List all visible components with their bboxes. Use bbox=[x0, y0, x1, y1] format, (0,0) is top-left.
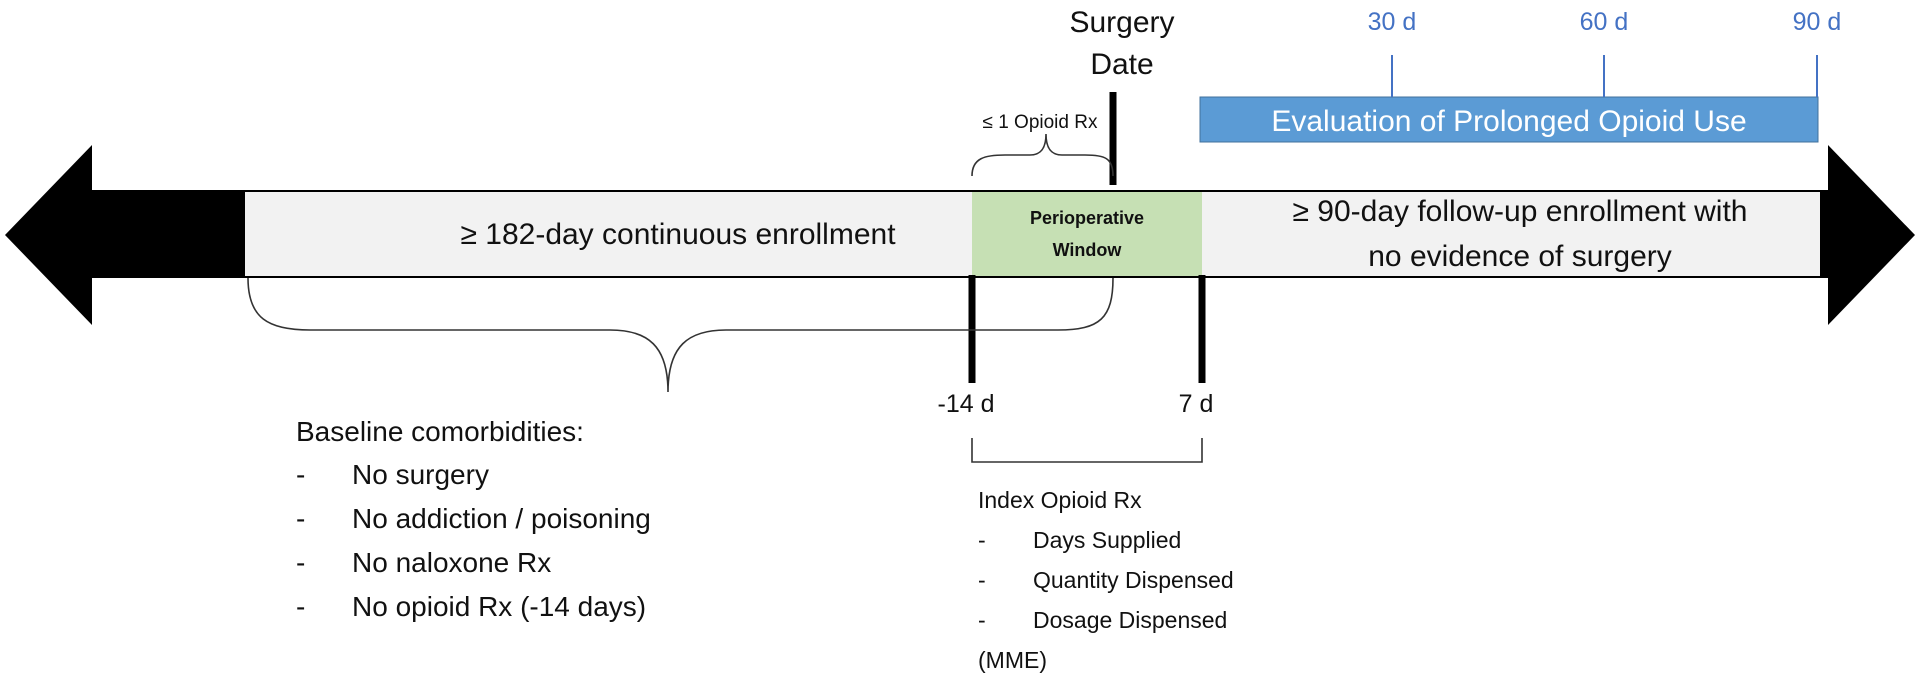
index-title: Index Opioid Rx bbox=[978, 487, 1142, 513]
baseline-list: - No surgery - No addiction / poisoning … bbox=[296, 459, 651, 622]
baseline-dash: - bbox=[296, 591, 305, 622]
index-dash: - bbox=[978, 607, 986, 633]
index-rx-bracket bbox=[971, 438, 1203, 463]
baseline-title: Baseline comorbidities: bbox=[296, 416, 584, 447]
evaluation-bar bbox=[1199, 96, 1819, 143]
index-list: - Days Supplied - Quantity Dispensed - D… bbox=[978, 527, 1234, 673]
right-arrowhead bbox=[1828, 145, 1915, 325]
baseline-item: No naloxone Rx bbox=[352, 547, 551, 578]
minus14-label: -14 d bbox=[938, 390, 995, 418]
baseline-item: No addiction / poisoning bbox=[352, 503, 651, 534]
baseline-dash: - bbox=[296, 547, 305, 578]
index-item: Dosage Dispensed bbox=[1033, 607, 1227, 633]
surgery-date-line2: Date bbox=[1090, 48, 1153, 81]
baseline-dash: - bbox=[296, 503, 305, 534]
plus7-label: 7 d bbox=[1179, 390, 1214, 418]
tick-label-90d: 90 d bbox=[1793, 8, 1842, 36]
opioid-limit-label: ≤ 1 Opioid Rx bbox=[983, 112, 1098, 133]
baseline-item: No surgery bbox=[352, 459, 489, 490]
surgery-date-line1: Surgery bbox=[1069, 6, 1174, 39]
index-item: Quantity Dispensed bbox=[1033, 567, 1234, 593]
followup-label-line2: no evidence of surgery bbox=[1368, 240, 1672, 273]
index-item: Days Supplied bbox=[1033, 527, 1181, 553]
opioid-limit-brace bbox=[971, 133, 1114, 177]
index-dash: - bbox=[978, 567, 986, 593]
baseline-dash: - bbox=[296, 459, 305, 490]
tick-label-30d: 30 d bbox=[1368, 8, 1417, 36]
followup-label-line1: ≥ 90-day follow-up enrollment with bbox=[1292, 195, 1747, 228]
index-dash: - bbox=[978, 527, 986, 553]
evaluation-label: Evaluation of Prolonged Opioid Use bbox=[1271, 105, 1746, 138]
perioperative-window-box bbox=[972, 192, 1202, 276]
perioperative-label-line1: Perioperative bbox=[1030, 208, 1144, 228]
index-item: (MME) bbox=[978, 647, 1047, 673]
enrollment-label: ≥ 182-day continuous enrollment bbox=[460, 218, 896, 251]
baseline-brace bbox=[247, 277, 1114, 393]
tick-label-60d: 60 d bbox=[1580, 8, 1629, 36]
left-arrowhead bbox=[5, 145, 92, 325]
perioperative-label-line2: Window bbox=[1053, 240, 1123, 260]
baseline-item: No opioid Rx (-14 days) bbox=[352, 591, 646, 622]
